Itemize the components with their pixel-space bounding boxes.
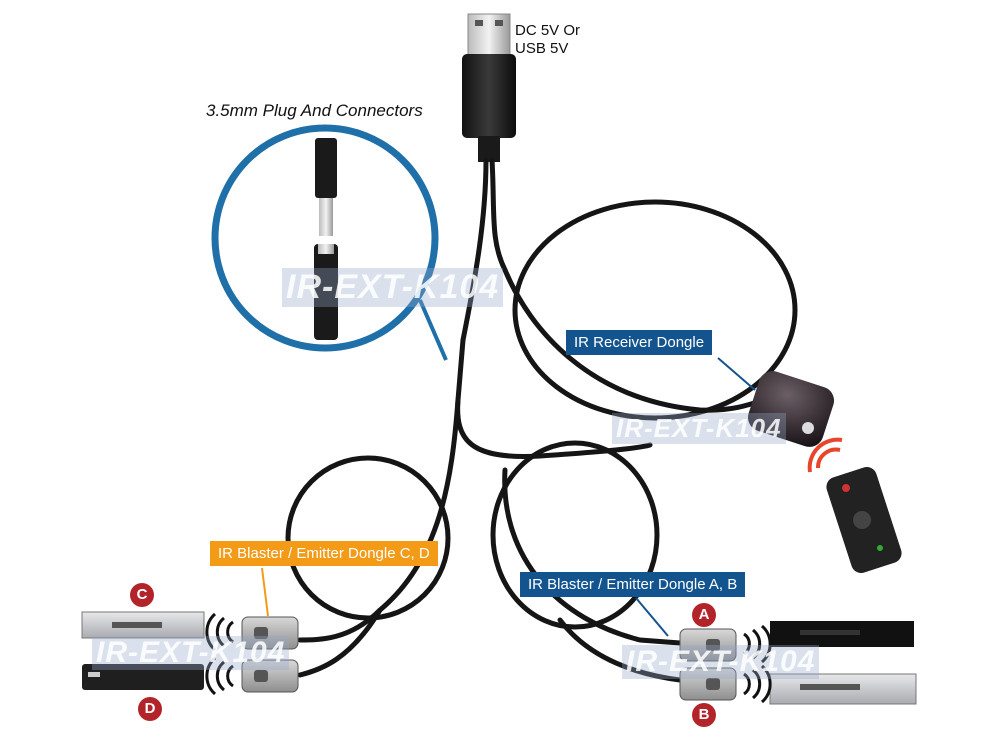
badge-c: C (130, 583, 154, 607)
blaster-ab-callout: IR Blaster / Emitter Dongle A, B (520, 572, 746, 597)
blu-ray-player-a-icon (770, 621, 914, 647)
watermark-receiver: IR-EXT-K104 (612, 413, 786, 444)
badge-a: A (692, 603, 716, 627)
power-label-line2: USB 5V (515, 40, 569, 57)
badge-d: D (138, 697, 162, 721)
power-label: DC 5V Or USB 5V (515, 22, 580, 58)
plug-connectors-title: 3.5mm Plug And Connectors (206, 101, 423, 120)
magnify-circle (211, 124, 448, 361)
emitter-dongle-d-icon (241, 659, 299, 693)
dvd-player-c-icon (81, 611, 205, 639)
set-top-box-d-icon (82, 664, 204, 690)
blaster-cd-callout: IR Blaster / Emitter Dongle C, D (210, 541, 438, 566)
receiver-callout: IR Receiver Dongle (566, 330, 713, 355)
emitter-dongle-b-icon (679, 667, 737, 701)
watermark-circle: IR-EXT-K104 (282, 268, 504, 307)
emission-waves-icon (205, 612, 772, 704)
usb-plug-icon (462, 13, 516, 162)
watermark-right: IR-EXT-K104 (622, 645, 820, 679)
emitter-dongle-a-icon (679, 628, 737, 662)
badge-b: B (692, 703, 716, 727)
ir-signal-icon (807, 437, 843, 473)
ir-receiver-dongle-icon (747, 371, 835, 447)
emitter-dongle-c-icon (241, 616, 299, 650)
remote-control-icon (826, 467, 902, 573)
dvd-player-b-icon (769, 673, 917, 705)
power-label-line1: DC 5V Or (515, 22, 581, 39)
watermark-left: IR-EXT-K104 (92, 636, 290, 670)
